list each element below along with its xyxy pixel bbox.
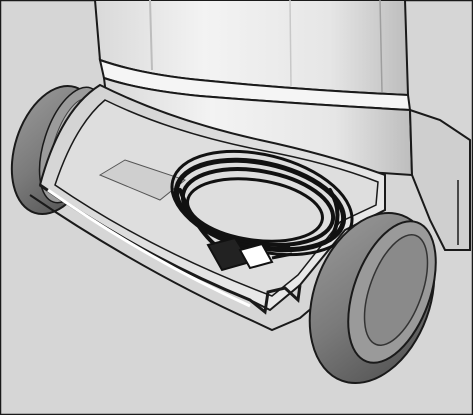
- right-wheel: [308, 211, 437, 385]
- power-plug: [206, 236, 293, 272]
- appliance-body: [93, 0, 471, 251]
